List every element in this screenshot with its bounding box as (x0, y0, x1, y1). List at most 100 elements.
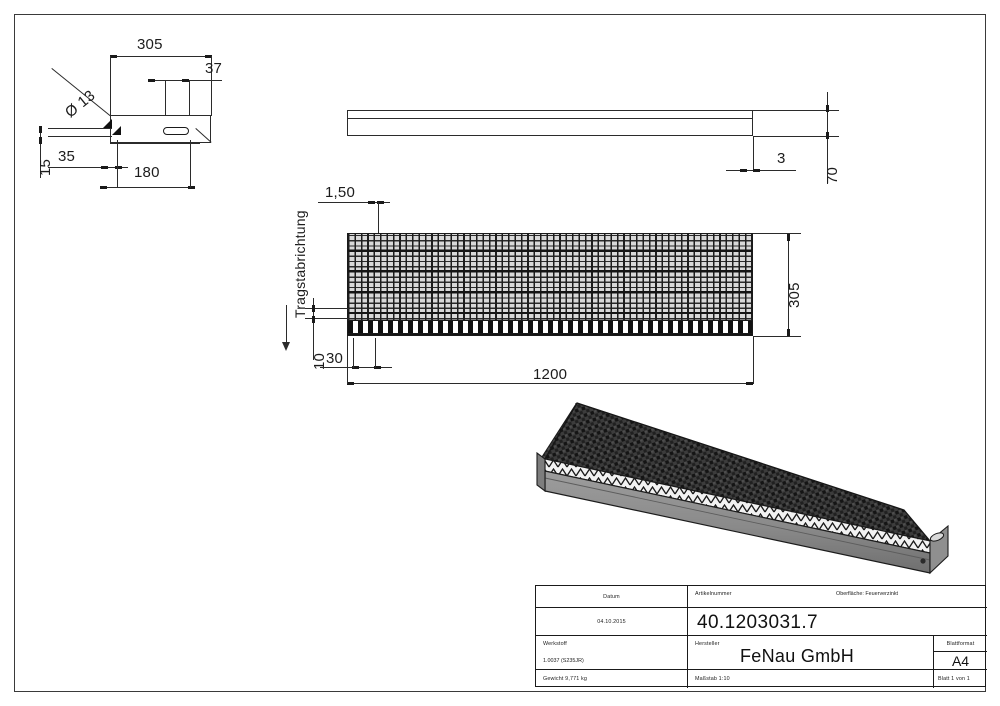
dim-tick (746, 381, 753, 385)
ext-line (110, 56, 111, 118)
tb-scale-cell: Maßstab 1:10 (688, 670, 934, 688)
ext-line (305, 308, 349, 309)
tb-format-label: Blattformat (946, 640, 975, 647)
dim-tick (101, 165, 108, 169)
tb-datum-label-cell: Datum (536, 586, 688, 608)
tb-format-cell: Blattformat A4 (934, 636, 987, 670)
dim-line-305w (788, 233, 789, 336)
dim-label-180: 180 (134, 164, 160, 181)
dim-line-180 (100, 187, 195, 188)
dim-tick (148, 78, 155, 82)
tb-weight-cell: Gewicht 9,771 kg (536, 670, 688, 688)
dim-tick (311, 305, 315, 312)
ext-line (753, 233, 801, 234)
iso-helper (540, 460, 928, 556)
tb-material-cell: Werkstoff 1.0037 (S235JR) (536, 636, 688, 670)
dim-tick (311, 316, 315, 323)
dim-label-35: 35 (58, 148, 76, 165)
dim-tick (38, 137, 42, 144)
dim-tick (347, 381, 354, 385)
dim-label-30: 30 (326, 350, 344, 367)
ext-line (353, 338, 354, 368)
tb-article-number: 40.1203031.7 (697, 612, 819, 633)
dim-line-305 (110, 56, 212, 57)
hole-marker (112, 126, 121, 135)
tb-datum-value: 04.10.2015 (597, 618, 626, 625)
tb-divider (932, 670, 934, 688)
ext-line (190, 140, 191, 188)
dim-tick (786, 329, 790, 336)
dim-tick (374, 365, 381, 369)
tb-manufacturer-value: FeNau GmbH (740, 646, 855, 666)
ext-line (753, 336, 801, 337)
tb-datum-value-cell: 04.10.2015 (536, 608, 688, 636)
flange-line-bottom (48, 136, 112, 137)
iso-front-seam (544, 477, 931, 561)
ext-line (753, 136, 754, 170)
tb-material-label: Werkstoff (543, 641, 567, 647)
dim-line-15 (40, 126, 41, 178)
iso-bolt-hole (920, 558, 926, 564)
ext-line (378, 202, 379, 234)
dim-tick (377, 200, 384, 204)
dim-tick (188, 185, 195, 189)
dim-tick (740, 168, 747, 172)
ext-line (347, 336, 348, 384)
ext-line (189, 80, 190, 126)
direction-arrow-head (282, 342, 290, 351)
dim-tick (110, 54, 117, 58)
ext-line (305, 318, 349, 319)
iso-right-end-face (929, 524, 949, 575)
iso-front-face (544, 470, 931, 574)
iso-tread-top (543, 402, 932, 543)
dim-tick (786, 234, 790, 241)
dim-tick (753, 168, 760, 172)
dim-label-150: 1,50 (325, 184, 355, 201)
plate-inner-line (348, 118, 752, 119)
dim-line-1200 (347, 383, 753, 384)
hole-marker (103, 119, 112, 128)
dim-label-1200: 1200 (533, 366, 568, 383)
serrated-nosing (348, 320, 752, 334)
dim-tick (352, 365, 359, 369)
tb-format-label-cell: Blattformat (934, 636, 987, 652)
iso-top-face-left (539, 402, 595, 469)
slot-hole (163, 127, 189, 135)
tb-scale-label: Maßstab 1:10 (695, 676, 730, 682)
dim-label-305: 305 (137, 36, 163, 53)
dim-tick (825, 105, 829, 112)
dim-tick (38, 126, 42, 133)
dim-label-3: 3 (777, 150, 786, 167)
dim-label-37: 37 (205, 60, 223, 77)
flange-line-top (48, 128, 112, 129)
tb-manufacturer-cell: Hersteller FeNau GmbH (688, 636, 934, 670)
tb-manufacturer-label: Hersteller (695, 641, 720, 647)
tb-format-value: A4 (951, 653, 970, 669)
tb-surface-label: Oberfläche: Feuerverzinkt (836, 591, 899, 597)
dim-line-10 (313, 298, 314, 360)
title-block: Datum Artikelnummer Oberfläche: Feuerver… (535, 585, 987, 688)
bracket-body (110, 115, 211, 143)
ext-line (165, 80, 166, 126)
tb-sheet-label: Blatt 1 von 1 (938, 676, 970, 682)
dim-tick (115, 165, 122, 169)
plate-profile (347, 110, 753, 136)
tb-article-value-cell: 40.1203031.7 (688, 608, 987, 636)
tb-weight-label: Gewicht 9,771 kg (543, 676, 588, 682)
ext-line (117, 140, 118, 188)
bracket-bottom-edge (110, 143, 200, 144)
iso-slot-hole (929, 532, 945, 542)
tb-material-value: 1.0037 (S235JR) (543, 658, 584, 664)
tb-format-value-cell: A4 (934, 652, 987, 669)
dim-line-3 (726, 170, 796, 171)
tb-article-label: Artikelnummer (695, 591, 732, 597)
dim-line-150 (318, 202, 390, 203)
dim-tick (205, 54, 212, 58)
bracket-detail-view: 305 37 Ø 13 15 35 (0, 0, 270, 200)
ext-line (211, 56, 212, 116)
iso-left-end-face (536, 451, 546, 493)
ext-line (753, 136, 839, 137)
tb-article-label-cell: Artikelnummer Oberfläche: Feuerverzinkt (688, 586, 987, 608)
tb-sheet-cell: Blatt 1 von 1 (934, 670, 987, 688)
